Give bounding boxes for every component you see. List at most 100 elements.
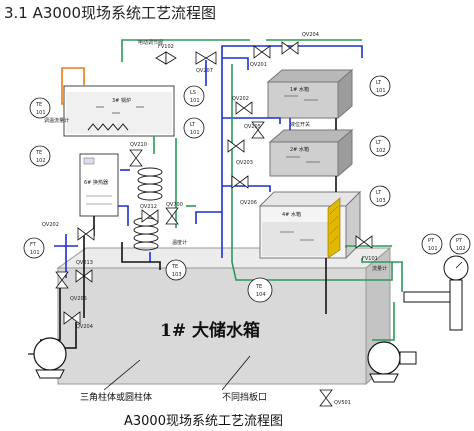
label-qv204b: QV204 [76,324,93,330]
label-qv210: QV210 [130,142,147,148]
valve-qv205b [55,271,69,281]
outlet-note: 不同挡板口 [222,391,267,403]
te-101-bubble: TE 101 [29,97,51,119]
upper-small-tank: 1# 水箱 [266,68,354,120]
valve-qv202 [235,101,245,115]
heat-exchanger: 6# 换热器 [79,153,119,217]
valve-qv210 [129,149,143,159]
svg-text:LT: LT [190,122,196,128]
medium-tank-label: 4# 水箱 [282,211,301,218]
valve-qv201 [253,45,263,59]
main-storage-tank: 1# 大储水箱 [56,246,392,386]
flow-label: 流量计 [372,265,387,272]
valve-qv501 [319,389,333,399]
column-note: 三角柱体或圆柱体 [80,391,152,403]
medium-tank: 4# 水箱 [258,190,362,260]
valve-qv202b [77,227,87,241]
heating-coil [87,123,129,131]
svg-text:TE: TE [35,150,42,156]
svg-text:LT: LT [376,140,382,146]
figure-caption: A3000现场系统工艺流程图 [124,414,283,429]
svg-text:PT: PT [456,238,463,244]
blue-pipes [54,45,363,278]
svg-text:102: 102 [376,148,386,154]
pump-left [28,337,67,379]
temp-label: 温度计 [172,239,187,246]
label-qv205: QV205 [244,124,261,130]
ls-101-bubble: LS 101 [183,85,205,107]
label-qv204-top: QV204 [302,32,319,38]
lt-103-bubble: LT 103 [369,185,391,207]
svg-text:PT: PT [428,238,435,244]
svg-text:101: 101 [428,246,438,252]
svg-text:101: 101 [190,130,200,136]
label-qv202: QV202 [232,96,249,102]
pressure-gauge-right [403,255,469,331]
lt-boiler-bubble: LT 101 [183,117,205,139]
label-fv102: FV102 [158,44,174,50]
valve-qv213 [75,269,85,283]
te-104-bubble: TE 104 [247,277,273,303]
svg-text:103: 103 [172,272,182,278]
valve-fv101 [355,235,365,249]
page-heading: 3.1 A3000现场系统工艺流程图 [4,4,217,22]
valve-labels: FV102 QV207 QV201 QV204 QV202 QV205 QV20… [42,32,378,406]
lower-small-tank: 2# 水箱 [268,128,354,178]
label-qv202b: QV202 [42,222,59,228]
valve-qv207 [195,51,207,65]
svg-text:102: 102 [36,158,46,164]
svg-text:102: 102 [456,246,466,252]
lower-small-tank-label: 2# 水箱 [290,146,309,153]
svg-text:TE: TE [171,264,178,270]
label-qv201: QV201 [250,62,267,68]
boiler-label: 3# 锅炉 [112,97,131,104]
valve-qv204b [63,311,73,325]
label-qv207: QV207 [196,68,213,74]
label-qv212: QV212 [140,204,157,210]
te-103-bubble: TE 103 [165,259,187,281]
heat-exchanger-label: 6# 换热器 [84,179,108,186]
svg-text:LT: LT [376,80,382,86]
label-qv203: QV203 [236,160,253,166]
boiler-note: 调温流量计 [44,117,69,124]
orange-pipe [61,67,85,105]
baffle-plate [327,197,341,259]
lt-101-bubble: LT 101 [369,75,391,97]
valve-qv204-top [281,41,291,55]
label-qv205b: QV205 [70,296,87,302]
small-note: 液位开关 [290,121,310,128]
svg-text:103: 103 [376,198,386,204]
valves [55,41,373,407]
svg-text:101: 101 [30,250,40,256]
label-qv213: QV213 [76,260,93,266]
lt-102-bubble: LT 102 [369,135,391,157]
svg-text:LT: LT [376,190,382,196]
svg-text:104: 104 [256,292,266,298]
valve-qv700 [165,207,179,217]
valve-qv205 [251,121,265,131]
pt-101-bubble: PT 101 [421,233,443,255]
valve-qv203 [227,139,237,153]
feed-note: 电动调节阀 [138,39,163,46]
cooling-coils [133,167,163,251]
black-pipes [40,118,337,349]
pt-102-bubble: PT 102 [449,233,471,255]
valve-qv206 [231,175,241,189]
svg-text:TE: TE [35,102,42,108]
annotations: 三角柱体或圆柱体 不同挡板口 [80,355,267,403]
green-pipes [121,39,403,341]
pump-right [367,341,417,383]
svg-text:101: 101 [190,98,200,104]
valve-fv102 [155,51,167,65]
main-tank-label: 1# 大储水箱 [160,320,260,341]
valve-qv212 [141,209,151,223]
label-qv700: QV700 [166,202,183,208]
upper-small-tank-label: 1# 水箱 [290,86,309,93]
te-102-bubble: TE 102 [29,145,51,167]
svg-text:LS: LS [190,90,196,96]
label-qv206: QV206 [240,200,257,206]
svg-text:101: 101 [36,110,46,116]
label-fv101: FV101 [362,256,378,262]
instrument-bubbles: TE 101 TE 102 LS 101 LT 101 LT 101 LT 10… [23,75,471,303]
